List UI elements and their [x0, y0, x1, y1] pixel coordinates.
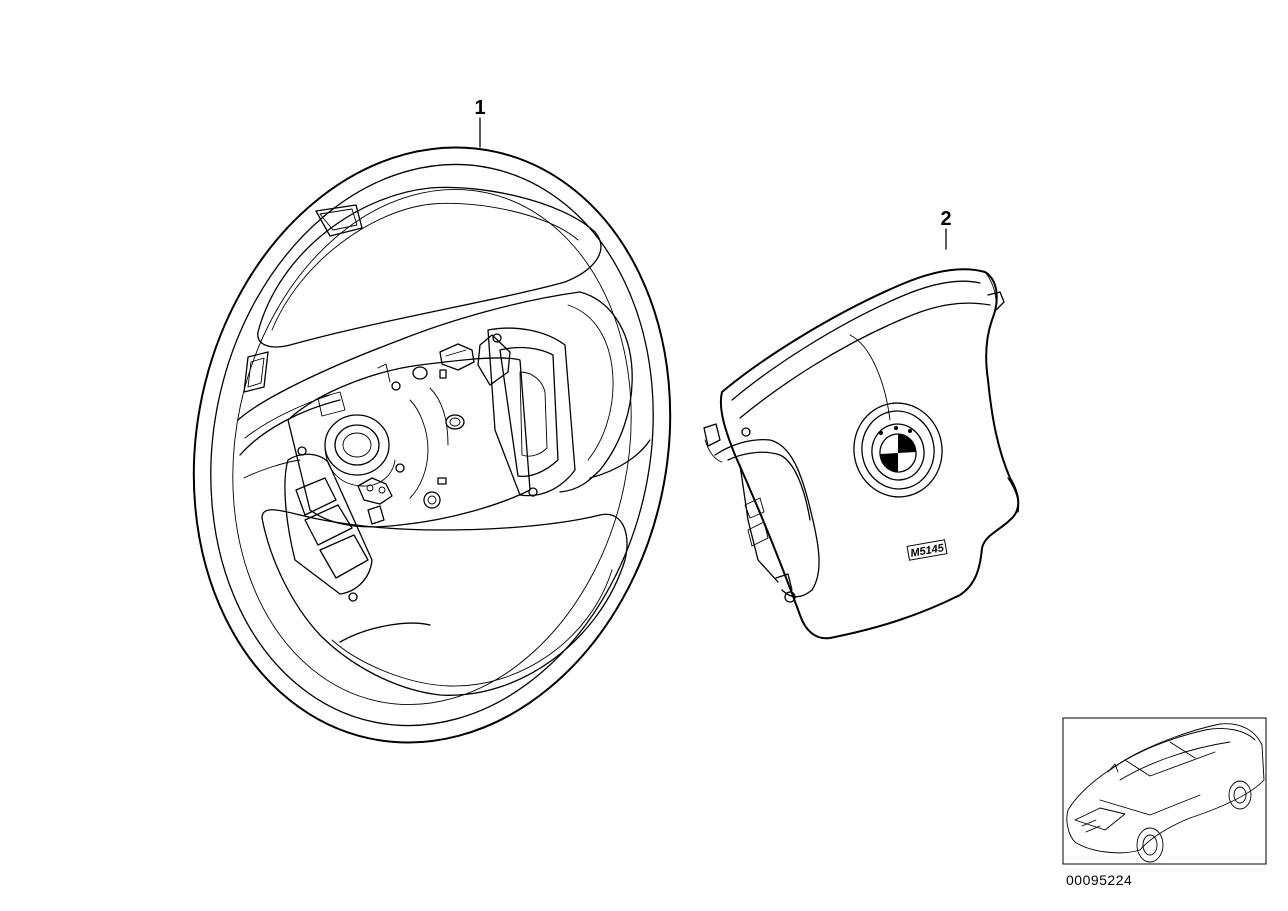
callout-2-label: 2 — [940, 208, 951, 230]
steering-wheel-icon[interactable] — [140, 103, 724, 788]
document-number: 00095224 — [1066, 872, 1133, 888]
bmw-roundel-icon — [853, 402, 943, 498]
callout-2: 2 — [940, 208, 952, 250]
model-emblem-text: M5145 — [910, 542, 946, 560]
model-emblem: M5145 — [906, 539, 948, 561]
callout-1: 1 — [474, 97, 486, 148]
airbag-module-icon[interactable] — [703, 268, 1020, 640]
callout-1-label: 1 — [474, 97, 485, 119]
car-thumbnail-icon — [1062, 717, 1267, 865]
